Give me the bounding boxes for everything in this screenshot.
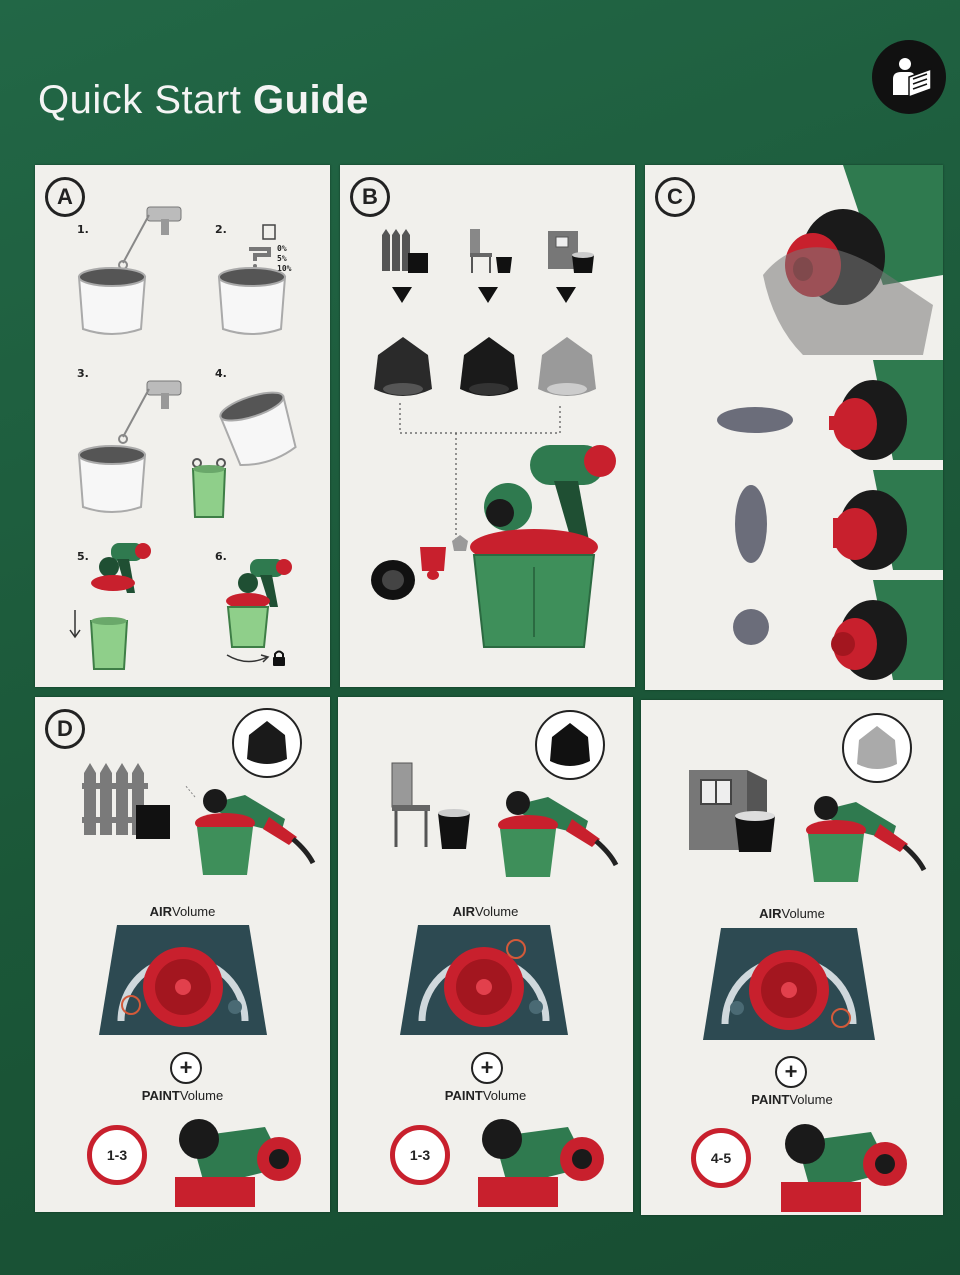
paint-container-icon: [89, 617, 129, 670]
panel-b-letter: B: [350, 177, 390, 217]
paint-volume-label: PAINTVolume: [141, 1088, 224, 1103]
air-volume-label: AIRVolume: [149, 904, 216, 919]
nozzle-dark-icon: [460, 337, 518, 396]
title-light-text: Quick Start: [38, 78, 242, 122]
arrow-down-icon: [69, 610, 81, 639]
stirrer-drill-icon: [118, 206, 182, 270]
fence-icon: [82, 763, 170, 839]
arrow-down-icon: [478, 287, 498, 303]
spray-pattern-round: [733, 609, 769, 645]
wall-icon: [548, 231, 594, 273]
step-number: 5.: [77, 550, 89, 563]
paint-volume-setting[interactable]: 1-3: [87, 1125, 147, 1185]
nozzle-callout-icon: [842, 713, 912, 783]
panel-d-column-wall: AIRVolume + PAINTVolume 4-5: [641, 700, 943, 1215]
spray-gun-icon: [498, 791, 619, 877]
panel-b: B: [340, 165, 635, 687]
step-number: 1.: [77, 223, 89, 236]
stirrer-drill-icon: [118, 380, 182, 444]
fence-icon: [382, 229, 428, 273]
air-volume-label: AIRVolume: [452, 904, 519, 919]
chair-icon: [470, 229, 512, 273]
air-volume-dial[interactable]: [701, 924, 877, 1044]
title-bold-text: Guide: [252, 78, 369, 122]
panel-d-letter: D: [45, 709, 85, 749]
dilution-10: 10%: [277, 264, 292, 273]
nozzle-horizontal-icon: [829, 360, 943, 460]
paint-bucket-icon: [77, 445, 147, 513]
nozzle-grey-icon: [538, 337, 596, 396]
paint-volume-knob-icon: [478, 1119, 604, 1207]
paint-bucket-icon: [217, 267, 287, 335]
paint-volume-setting[interactable]: 1-3: [390, 1125, 450, 1185]
water-tap-icon: [249, 224, 276, 268]
step-number: 6.: [215, 550, 227, 563]
paint-volume-setting[interactable]: 4-5: [691, 1128, 751, 1188]
read-manual-icon: [872, 40, 946, 114]
connector-lines: [399, 403, 561, 543]
plus-icon: +: [775, 1056, 807, 1088]
assembled-gun-icon: [226, 559, 292, 648]
page-title: Quick Start Guide: [38, 78, 369, 123]
nozzle-adjust-icon: [763, 165, 943, 355]
plus-icon: +: [170, 1052, 202, 1084]
plus-icon: +: [471, 1052, 503, 1084]
paint-bucket-icon: [77, 267, 147, 335]
rotate-arrow-icon: [226, 654, 270, 663]
panel-c: C: [645, 165, 943, 690]
chair-icon: [391, 762, 470, 849]
spray-pattern-horizontal: [717, 407, 793, 433]
spray-gun-icon: [184, 784, 316, 875]
panel-c-letter: C: [655, 177, 695, 217]
air-volume-label: AIRVolume: [759, 906, 825, 921]
nozzle-callout-icon: [232, 708, 302, 778]
spray-pattern-vertical: [735, 485, 767, 563]
spray-gun-icon: [806, 796, 927, 882]
wall-icon: [689, 770, 775, 852]
paint-volume-label: PAINTVolume: [444, 1088, 527, 1103]
arrow-down-icon: [556, 287, 576, 303]
step-number: 3.: [77, 367, 89, 380]
panel-d-column-chair: AIRVolume + PAINTVolume 1-3: [338, 697, 633, 1212]
dilution-0: 0%: [277, 244, 287, 253]
spray-gun-icon: [91, 543, 151, 593]
nozzle-vertical-icon: [833, 470, 943, 570]
nozzle-black-icon: [374, 337, 432, 396]
lock-icon: [273, 650, 285, 666]
paint-container-icon: [191, 458, 227, 518]
air-volume-dial[interactable]: [97, 921, 269, 1039]
dilution-5: 5%: [277, 254, 287, 263]
arrow-down-icon: [392, 287, 412, 303]
step-number: 2.: [215, 223, 227, 236]
air-cap-icon: [371, 560, 415, 600]
panel-d-column-fence: D AIRVolume + PAINTVolume: [35, 697, 330, 1212]
panel-a: A 1. 2. 3. 4. 5. 6. 0% 5% 10%: [35, 165, 330, 687]
paint-volume-label: PAINTVolume: [751, 1092, 833, 1107]
paint-volume-knob-icon: [175, 1119, 301, 1207]
panel-a-letter: A: [45, 177, 85, 217]
paint-volume-knob-icon: [781, 1124, 907, 1212]
nozzle-callout-icon: [535, 710, 605, 780]
nozzle-round-icon: [831, 580, 943, 680]
pour-bucket-icon: [219, 391, 297, 467]
spray-gun-icon: [470, 445, 616, 648]
valve-icon: [452, 535, 468, 551]
nozzle-red-icon: [420, 547, 446, 580]
air-volume-dial[interactable]: [398, 921, 570, 1039]
step-number: 4.: [215, 367, 227, 380]
